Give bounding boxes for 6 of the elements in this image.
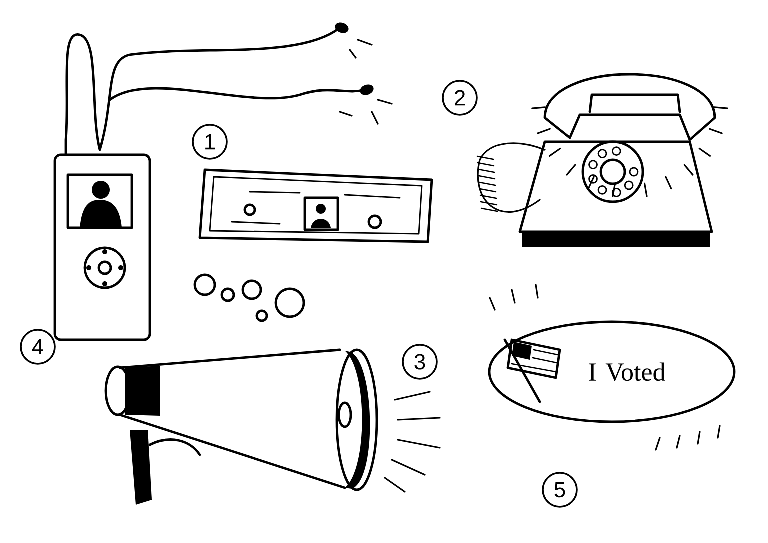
- callout-number: 5: [542, 472, 578, 508]
- callout-number: 4: [20, 329, 56, 365]
- callout-number: 1: [192, 124, 228, 160]
- callout-number: 2: [442, 80, 478, 116]
- callout-number: 3: [402, 344, 438, 380]
- voting-sticker: I Voted: [488, 320, 736, 424]
